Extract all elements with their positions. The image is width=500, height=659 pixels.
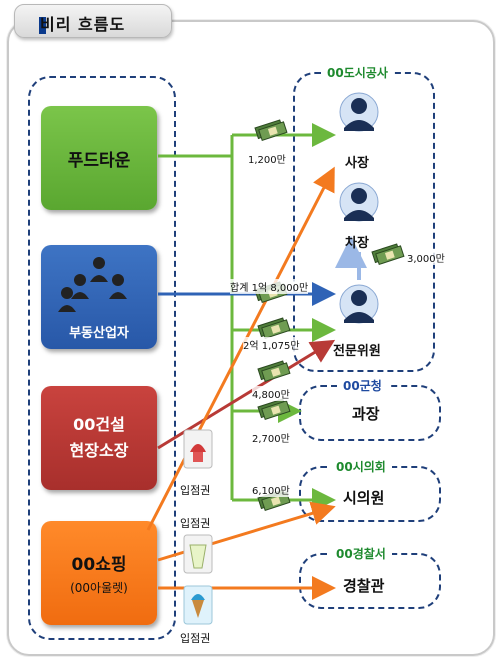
block-shopping: 00쇼핑 (00아울렛) (41, 521, 157, 625)
block-real-estate-label: 부동산업자 (69, 326, 129, 341)
entry-label-2: 입점권 (180, 517, 211, 530)
org-title-city-corp: 00도시공사 (321, 64, 394, 81)
block-construction: 00건설 현장소장 (41, 386, 157, 490)
money-icon-3 (257, 317, 291, 340)
orange-arrow-president (146, 166, 335, 531)
org-title-county: 00군청 (337, 377, 388, 394)
block-construction-line2: 현장소장 (69, 441, 129, 460)
amount-2700: 2,700만 (252, 430, 290, 445)
block-food-town-label: 푸드타운 (67, 150, 131, 171)
orange-flow-lines (146, 166, 336, 600)
ice-cream-icon (183, 585, 213, 625)
person-icon-president (339, 92, 379, 132)
money-icon-4 (257, 360, 291, 383)
entry-label-1: 입점권 (180, 484, 211, 497)
person-icon-expert (339, 284, 379, 324)
amount-4800: 4,800만 (252, 386, 290, 401)
org-title-council: 00시의회 (330, 458, 392, 475)
amount-3000: 3,000만 (407, 250, 445, 265)
title-tab (14, 4, 172, 38)
amount-total: 합계 1억 8,000만 (230, 279, 309, 294)
page-title: 비리 흐름도 (40, 15, 126, 34)
amount-1200: 1,200만 (248, 151, 286, 166)
money-icon-1 (254, 119, 288, 142)
block-shopping-label: 00쇼핑 (71, 555, 127, 575)
money-icon-5 (257, 398, 291, 421)
money-icon-7 (371, 243, 405, 266)
cup-drink-icon (183, 534, 213, 574)
person-icon-vice (339, 182, 379, 222)
people-group-icon (58, 257, 127, 312)
source-group-box (28, 76, 176, 640)
block-food-town: 푸드타운 (41, 106, 157, 210)
block-shopping-sub: (00아울렛) (70, 581, 128, 595)
org-title-police: 00경찰서 (330, 545, 392, 562)
label-officer: 경찰관 (343, 577, 385, 595)
block-construction-line1: 00건설 (73, 415, 125, 434)
label-president: 사장 (345, 156, 369, 171)
label-councilor: 시의원 (343, 489, 385, 507)
amount-210750: 2억 1,075만 (243, 337, 300, 352)
title-accent-bar (39, 17, 46, 34)
amount-6100: 6,100만 (252, 482, 290, 497)
label-section-chief: 과장 (352, 405, 380, 423)
entry-label-3: 입점권 (180, 632, 211, 645)
label-vice: 차장 (345, 236, 369, 251)
label-expert: 전문위원 (333, 344, 381, 359)
shaved-ice-icon (183, 429, 213, 469)
